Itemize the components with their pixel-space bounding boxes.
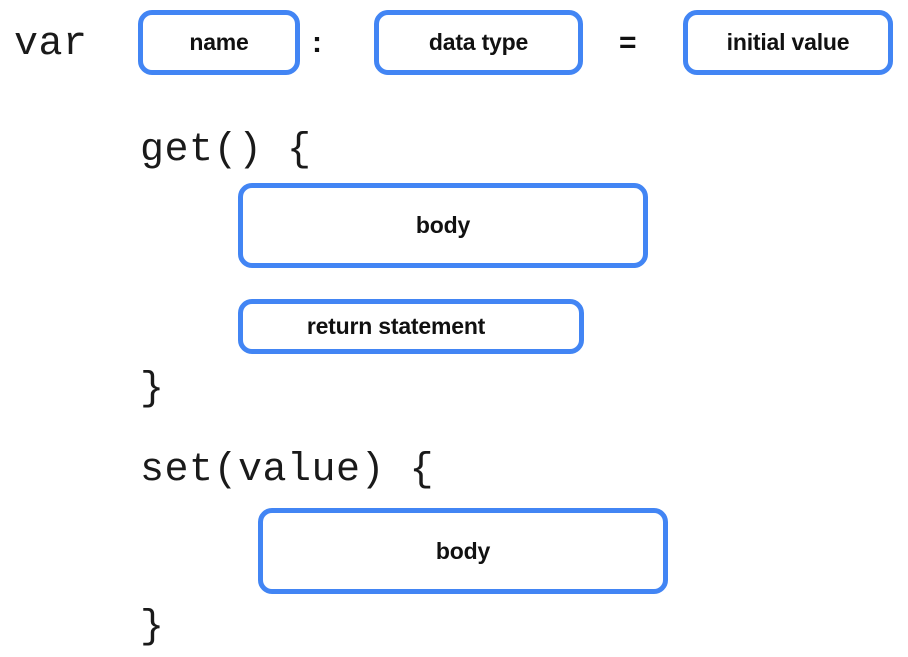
data-type-placeholder-box[interactable]: data type	[374, 10, 583, 75]
setter-body-placeholder-box[interactable]: body	[258, 508, 668, 594]
colon-separator: :	[312, 26, 322, 59]
name-placeholder-label: name	[189, 29, 249, 55]
name-placeholder-box[interactable]: name	[138, 10, 300, 75]
setter-header: set(value) {	[140, 448, 435, 493]
return-statement-placeholder-box[interactable]: return statement	[238, 299, 584, 354]
getter-body-placeholder-box[interactable]: body	[238, 183, 648, 268]
equals-separator: =	[619, 26, 637, 59]
initial-value-placeholder-box[interactable]: initial value	[683, 10, 893, 75]
getter-closing-brace: }	[140, 367, 165, 412]
getter-header: get() {	[140, 128, 312, 173]
setter-closing-brace: }	[140, 605, 165, 650]
var-keyword: var	[14, 22, 88, 67]
initial-value-placeholder-label: initial value	[726, 29, 850, 55]
setter-body-placeholder-label: body	[435, 537, 491, 564]
data-type-placeholder-label: data type	[428, 29, 529, 55]
return-statement-placeholder-label: return statement	[306, 313, 486, 339]
getter-body-placeholder-label: body	[415, 212, 471, 238]
